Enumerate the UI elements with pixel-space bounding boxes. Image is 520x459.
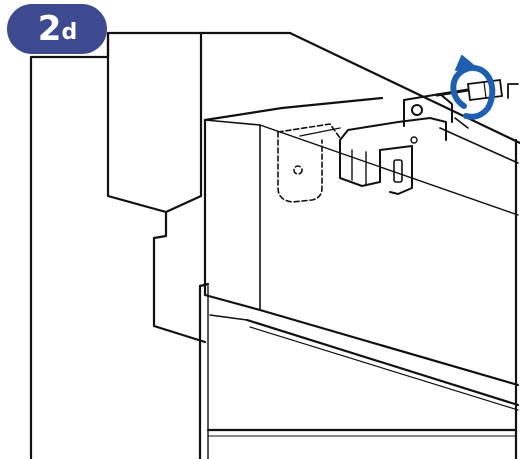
blind-fabric	[198, 282, 518, 459]
recess-block	[106, 31, 207, 344]
curved-rotate-arrow-icon	[450, 55, 496, 120]
screwdriver-icon	[435, 78, 519, 102]
step-letter: d	[61, 19, 77, 45]
bracket-outline-dashed	[277, 123, 341, 203]
mounting-clip	[299, 93, 469, 195]
step-number: 2	[37, 9, 62, 49]
headrail	[203, 96, 520, 411]
window-frame	[29, 31, 520, 459]
